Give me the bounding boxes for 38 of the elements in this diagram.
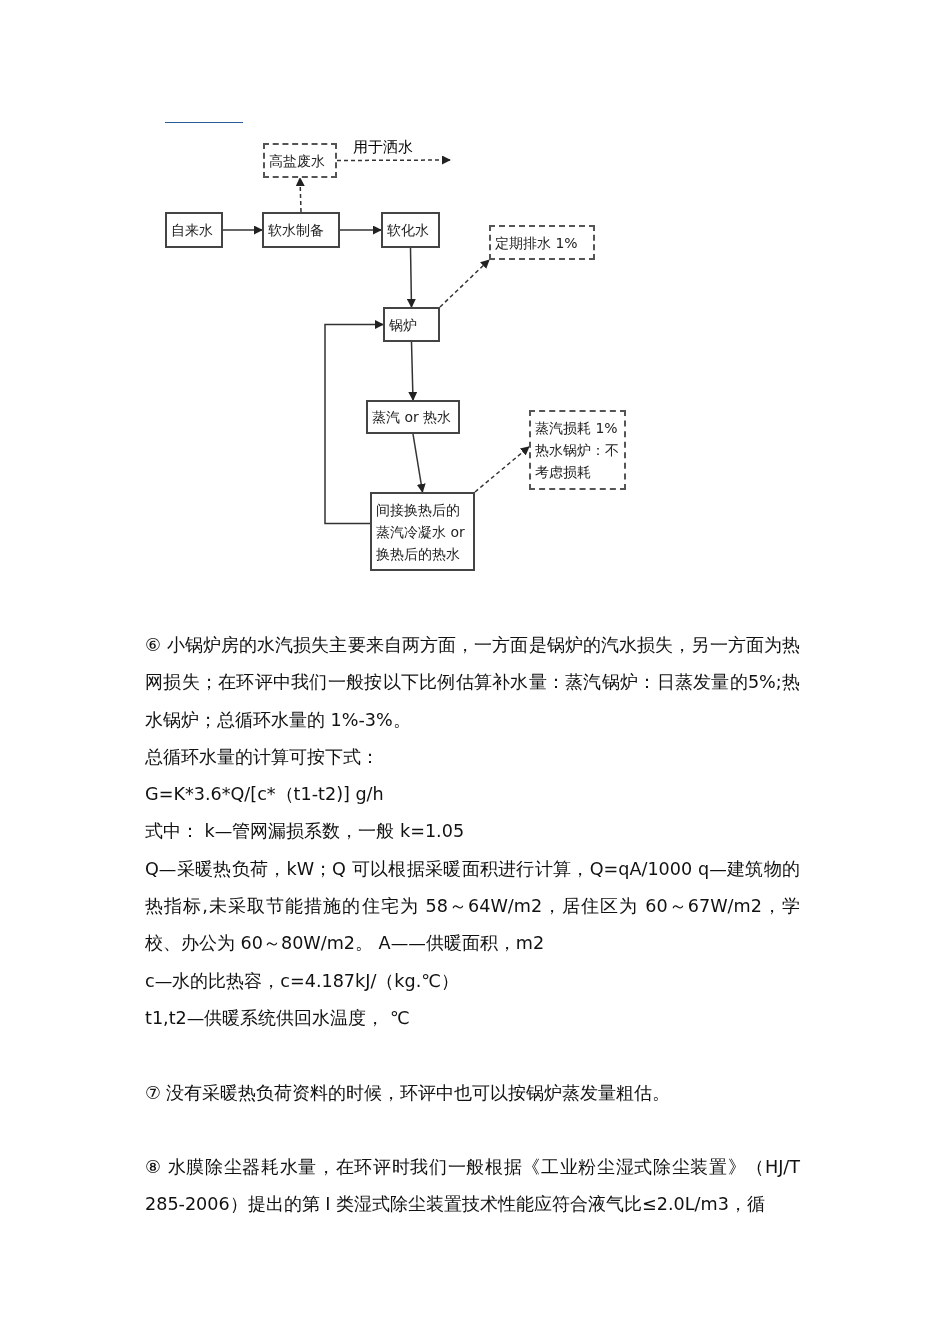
arrow: [408, 341, 418, 401]
arrow: [339, 225, 382, 235]
process-box: [262, 212, 340, 248]
arrow: [295, 177, 305, 213]
arrow: [222, 225, 263, 235]
paragraph: ⑧ 水膜除尘器耗水量，在环评时我们一般根据《工业粉尘湿式除尘装置》（HJ/T 285-2006）提出的第 I 类湿式除尘装置技术性能应符合液气比≤2.0L/m3，循: [145, 1156, 800, 1217]
node-text: 蒸汽损耗 1%: [535, 419, 619, 438]
edge-label: 用于洒水: [353, 137, 413, 157]
arrow: [439, 259, 490, 308]
dashed-box: [263, 143, 337, 178]
node-text: 热水锅炉：不考虑损耗: [535, 441, 620, 482]
node-text: 软化水: [387, 221, 430, 240]
arrow: [406, 247, 416, 308]
node-text: 自来水: [171, 221, 214, 240]
arrow: [412, 433, 426, 493]
node-text: 间接换热后的蒸汽冷凝水 or 换热后的热水: [376, 500, 466, 564]
paragraph: 总循环水量的计算可按下式：: [145, 745, 380, 769]
node-text: 锅炉: [389, 315, 418, 335]
paragraph: ⑥ 小锅炉房的水汽损失主要来自两方面，一方面是锅炉的汽水损失，另一方面为热网损失；在环评中我们一般按以下比例估算补水量：蒸汽锅炉：日蒸发量的5%;热水锅炉；总循环水量的 1%-3%。: [145, 634, 800, 732]
arrow: [324, 320, 384, 525]
paragraph: 式中： k—管网漏损系数，一般 k=1.05: [145, 820, 466, 844]
paragraph: t1,t2—供暖系统供回水温度， ℃: [145, 1006, 411, 1030]
dashed-box: [489, 225, 595, 260]
process-box: [370, 492, 475, 571]
paragraph: c—水的比热容，c=4.187kJ/（kg.℃）: [145, 969, 461, 993]
paragraph: G=K*3.6*Q/[c*（t1-t2)] g/h: [145, 783, 385, 807]
arrow: [474, 446, 530, 493]
arrow: [336, 155, 451, 165]
process-box: [381, 212, 440, 248]
node-text: 软水制备: [268, 221, 325, 240]
process-box: [383, 307, 440, 342]
node-text: 定期排水 1%: [495, 233, 579, 253]
process-box: [165, 212, 223, 248]
paragraph: ⑦ 没有采暖热负荷资料的时候，环评中也可以按锅炉蒸发量粗估。: [145, 1081, 672, 1105]
node-text: 高盐废水: [269, 151, 326, 171]
process-box: [366, 400, 460, 434]
dashed-box: [529, 410, 626, 490]
node-text: 蒸汽 or 热水: [372, 408, 453, 427]
